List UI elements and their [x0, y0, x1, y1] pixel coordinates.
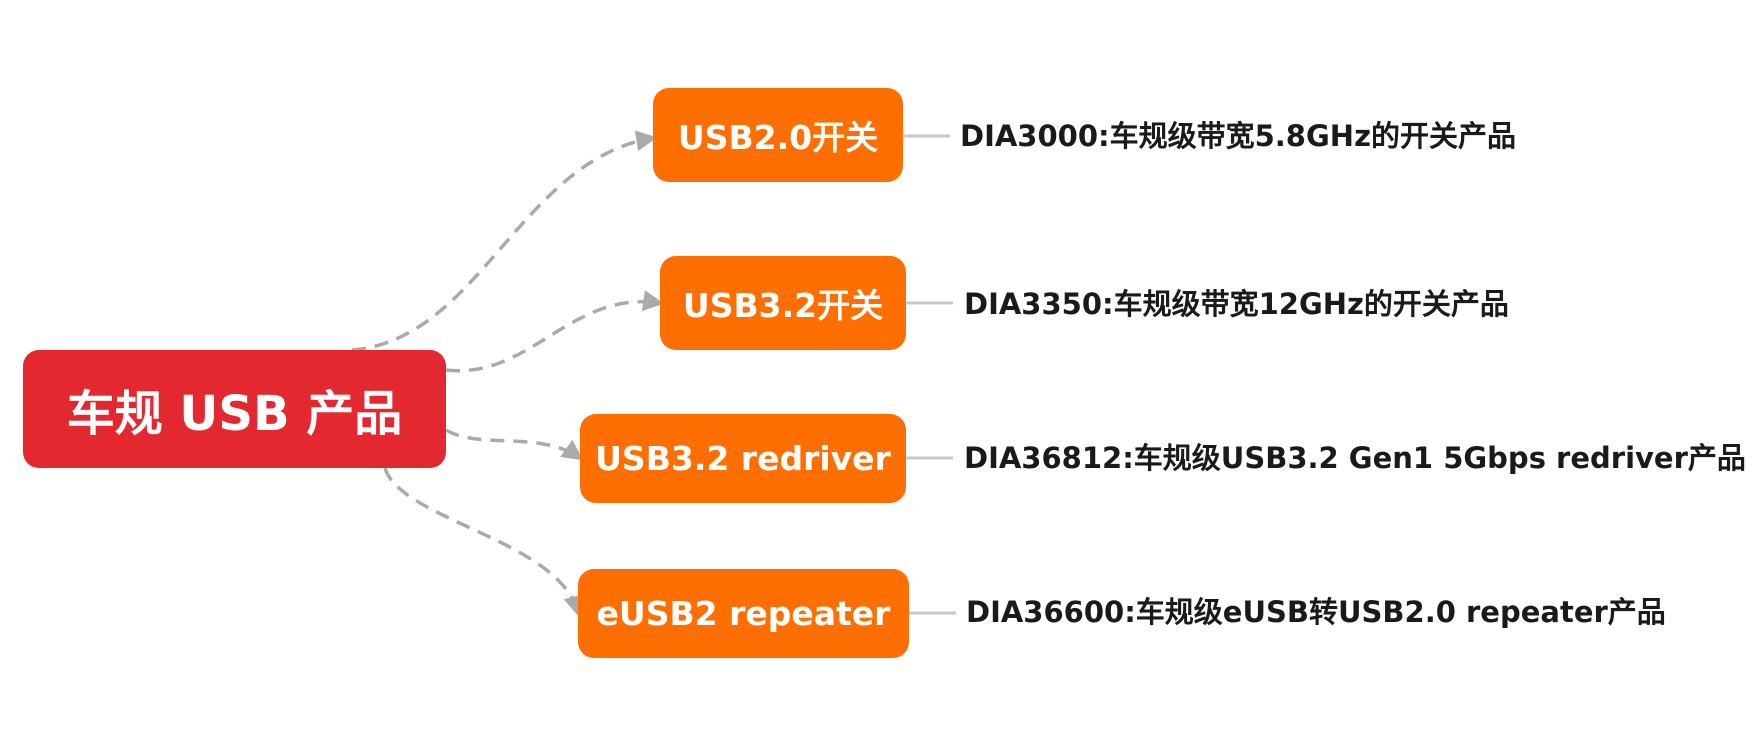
root-label: 车规 USB 产品: [66, 386, 403, 442]
branch-label: USB2.0开关: [677, 118, 879, 157]
branch-node-usb32-redriver[interactable]: USB3.2 redriver: [580, 414, 906, 503]
dashed-connector-3: [383, 467, 585, 618]
branch-node-usb20-switch[interactable]: USB2.0开关: [653, 88, 903, 182]
branch-node-eusb2-repeater[interactable]: eUSB2 repeater: [578, 569, 909, 658]
leaf-text-dia36812: DIA36812:车规级USB3.2 Gen1 5Gbps redriver产品: [964, 441, 1746, 475]
dashed-connector-2: [445, 428, 584, 461]
branch-node-usb32-switch[interactable]: USB3.2开关: [660, 256, 906, 350]
leaf-text-dia3350: DIA3350:车规级带宽12GHz的开关产品: [964, 287, 1509, 321]
dashed-connector-0: [351, 130, 658, 352]
leaf-text-dia3000: DIA3000:车规级带宽5.8GHz的开关产品: [960, 119, 1516, 153]
branch-label: USB3.2开关: [682, 286, 884, 325]
root-node[interactable]: 车规 USB 产品: [23, 350, 446, 468]
branch-label: eUSB2 repeater: [596, 594, 891, 633]
dashed-connector-1: [445, 290, 665, 373]
branch-label: USB3.2 redriver: [595, 439, 891, 478]
leaf-text-dia36600: DIA36600:车规级eUSB转USB2.0 repeater产品: [966, 595, 1666, 629]
